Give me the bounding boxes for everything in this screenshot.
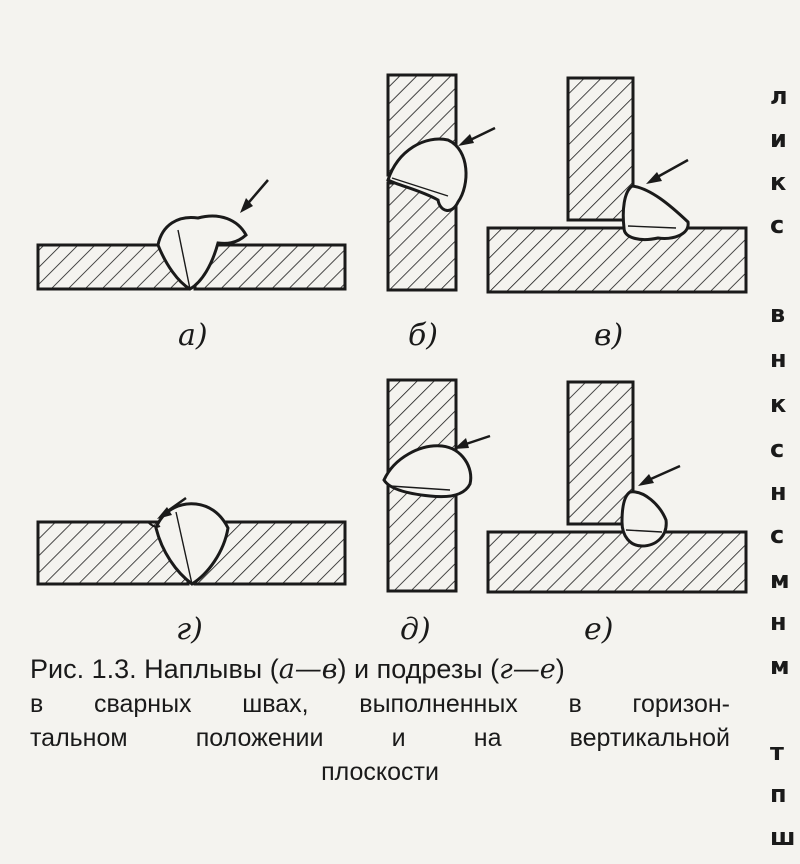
margin-fragment: в [770,300,787,328]
margin-fragment: п [770,780,788,808]
panel-b-drawing [386,73,496,292]
panel-e-lower-plate [386,481,458,593]
margin-fragment: и [770,125,788,153]
panel-d-fusion-line [175,511,193,585]
panel-e-drawing [382,378,491,593]
panel-a-weld-bead [156,214,248,291]
margin-fragment: с [770,435,786,463]
panel-c-arrow-head [646,172,662,184]
panel-f-arrow-head [638,474,654,486]
caption-range-1: а—в [278,654,338,685]
margin-fragment: ш [770,823,797,851]
panel-label-e: д) [400,612,431,647]
panel-e-weld-bead [382,444,473,499]
panel-c-fusion-line [627,225,677,229]
panel-f-weld-bead [620,490,668,548]
margin-fragment: н [770,345,788,373]
figure-caption-line-2: в сварных швах, выполненных в горизон- [30,690,730,718]
margin-fragment: н [770,478,788,506]
panel-c-drawing [486,76,748,294]
panel-label-c: в) [594,318,624,353]
panel-a-fusion-line [177,229,191,290]
margin-fragment: м [770,652,791,680]
margin-fragment: м [770,566,791,594]
caption-text-2: ) и подрезы ( [337,654,500,684]
figure-caption-line-4: плоскости [321,758,439,786]
panel-c-weld-bead [621,184,690,242]
caption-text-1: Наплывы ( [136,654,279,684]
figure-caption-line-1: Рис. 1.3. Наплывы (а—в) и подрезы (г—е) [30,654,730,685]
panel-a-right-plate [193,243,347,291]
panel-f-fusion-line [625,529,663,533]
margin-fragment: л [770,82,789,110]
margin-fragment: с [770,521,786,549]
panel-a-arrow-head [240,198,253,213]
panel-b-fusion-line [391,177,449,197]
panel-d-weld-bead [154,502,230,586]
panel-label-f: е) [584,612,614,647]
margin-fragment: т [770,738,785,766]
panel-c-base-plate [486,226,748,294]
panel-label-b: б) [408,318,439,353]
panel-c-vertical-plate [566,76,635,222]
caption-text-3: ) [555,654,565,684]
margin-fragment: с [770,211,786,239]
panel-e-arrow-head [454,438,469,449]
margin-fragment: н [770,608,788,636]
panel-b-arrow-head [458,134,474,146]
panel-d-arrow-head [157,507,172,519]
panel-b-weld-bead [386,137,468,212]
panel-d-undercut [147,521,161,528]
panel-e-fusion-line [389,485,451,491]
panel-label-a: а) [178,318,208,353]
caption-range-2: г—е [499,654,556,685]
margin-fragment: к [770,390,788,418]
panel-f-vertical-plate [566,380,635,526]
panel-d-drawing [36,496,347,586]
figure-caption-line-3: тальном положении и на вертикальной [30,724,730,752]
margin-fragment: к [770,168,788,196]
caption-prefix: Рис. 1.3. [30,654,137,684]
panel-a-drawing [36,179,347,291]
panel-f-base-plate [486,530,748,594]
panel-label-d: г) [176,612,203,647]
panel-f-drawing [486,380,748,594]
